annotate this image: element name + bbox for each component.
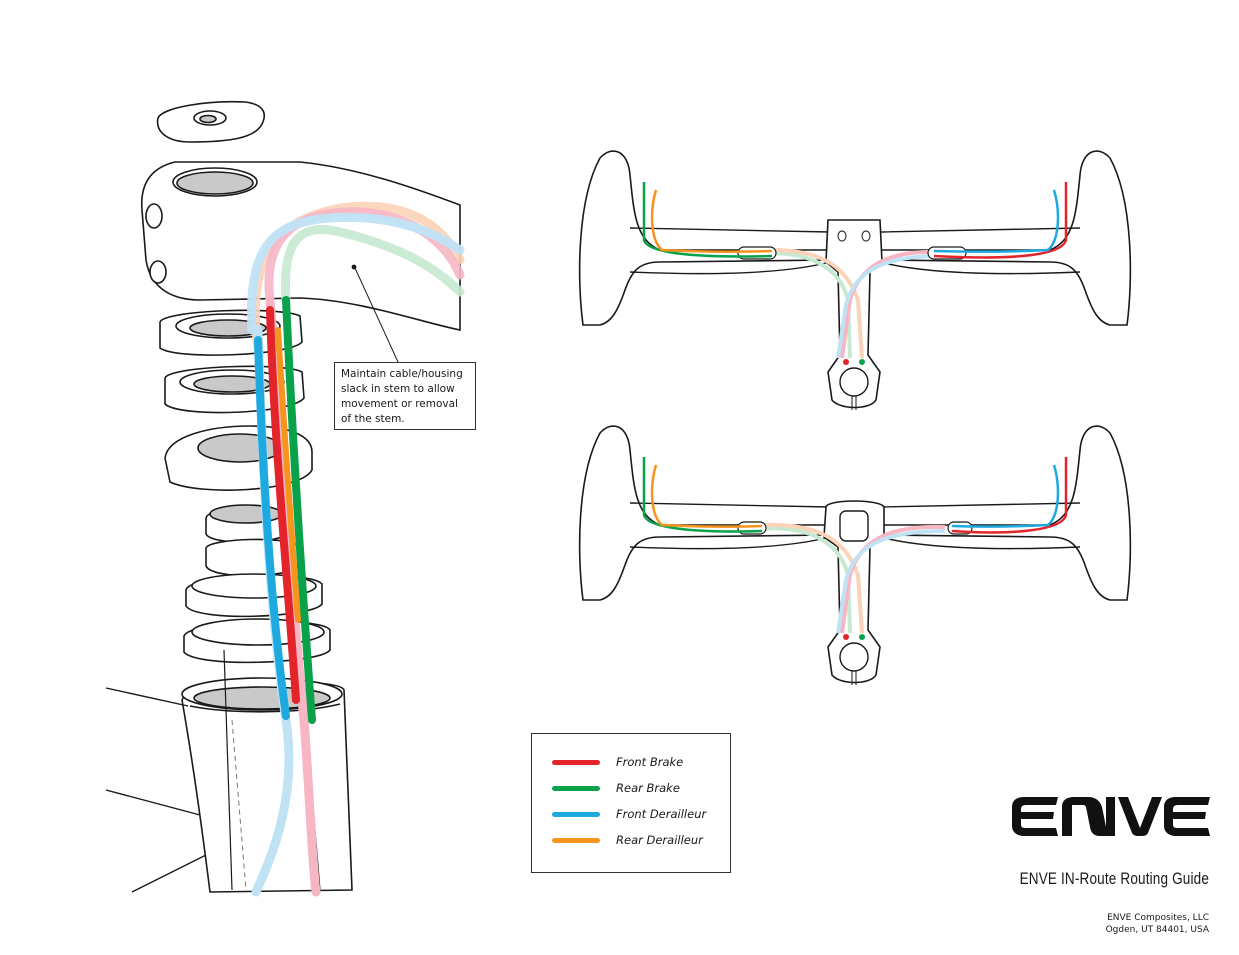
legend-item-rear-derailleur: Rear Derailleur: [552, 830, 703, 850]
legend-label: Front Derailleur: [616, 807, 707, 821]
enve-logo: [1012, 797, 1210, 836]
company-name: ENVE Composites, LLC: [1107, 913, 1209, 923]
legend-label: Rear Brake: [616, 781, 680, 795]
callout-line: of the stem.: [341, 413, 405, 425]
callout-line: Maintain cable/housing: [341, 368, 463, 380]
legend-label: Front Brake: [616, 755, 684, 769]
stem-cable-routing: [247, 201, 465, 897]
callout-leader-dot: [351, 264, 357, 270]
company-address: Ogden, UT 84401, USA: [1105, 925, 1209, 935]
callout-line: movement or removal: [341, 398, 458, 410]
legend-item-front-brake: Front Brake: [552, 752, 683, 772]
legend-swatch: [552, 785, 600, 791]
legend-swatch: [552, 837, 600, 843]
legend-swatch: [552, 759, 600, 765]
stem-slack-callout: Maintain cable/housing slack in stem to …: [334, 362, 476, 430]
cable-legend: Front Brake Rear Brake Front Derailleur …: [531, 733, 731, 873]
handlebar-top-view-2: [578, 425, 1132, 685]
callout-leader: [354, 267, 399, 363]
callout-line: slack in stem to allow: [341, 383, 455, 395]
company-info: ENVE Composites, LLC Ogden, UT 84401, US…: [1106, 912, 1209, 936]
legend-label: Rear Derailleur: [616, 833, 703, 847]
guide-title: ENVE IN-Route Routing Guide: [1019, 870, 1209, 888]
handlebar-top-view-1: [578, 150, 1132, 410]
legend-item-rear-brake: Rear Brake: [552, 778, 680, 798]
legend-item-front-derailleur: Front Derailleur: [552, 804, 706, 824]
legend-swatch: [552, 811, 600, 817]
